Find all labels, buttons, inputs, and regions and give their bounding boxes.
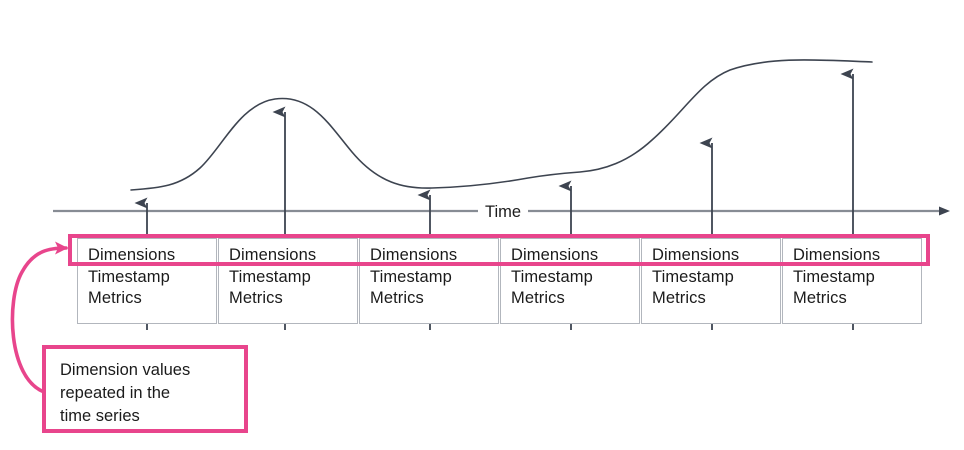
record-2-field-3: Metrics bbox=[229, 289, 283, 307]
record-4-field-2: Timestamp bbox=[511, 267, 593, 286]
record-6-field-1: Dimensions bbox=[793, 246, 881, 264]
record-6-field-3: Metrics bbox=[793, 289, 847, 307]
record-6-field-2: Timestamp bbox=[793, 267, 875, 286]
callout-box: Dimension values repeated in the time se… bbox=[42, 345, 248, 433]
record-5-field-3: Metrics bbox=[652, 289, 706, 307]
signal-curve bbox=[130, 59, 873, 191]
record-4-field-3: Metrics bbox=[511, 289, 565, 307]
record-3-field-1: Dimensions bbox=[370, 246, 458, 264]
record-1-field-1: Dimensions bbox=[88, 246, 176, 264]
record-2-field-2: Timestamp bbox=[229, 267, 311, 286]
record-5-field-2: Timestamp bbox=[652, 267, 734, 286]
record-3-field-2: Timestamp bbox=[370, 267, 452, 286]
record-4-field-1: Dimensions bbox=[511, 246, 599, 264]
time-axis-label: Time bbox=[478, 203, 529, 221]
record-3-field-3: Metrics bbox=[370, 289, 424, 307]
callout-text: Dimension values repeated in the time se… bbox=[60, 361, 191, 425]
record-2-field-1: Dimensions bbox=[229, 246, 317, 264]
callout-connector-arrow bbox=[10, 241, 68, 394]
record-5-field-1: Dimensions bbox=[652, 246, 740, 264]
record-1-field-2: Timestamp bbox=[88, 267, 170, 286]
record-1-field-3: Metrics bbox=[88, 289, 142, 307]
